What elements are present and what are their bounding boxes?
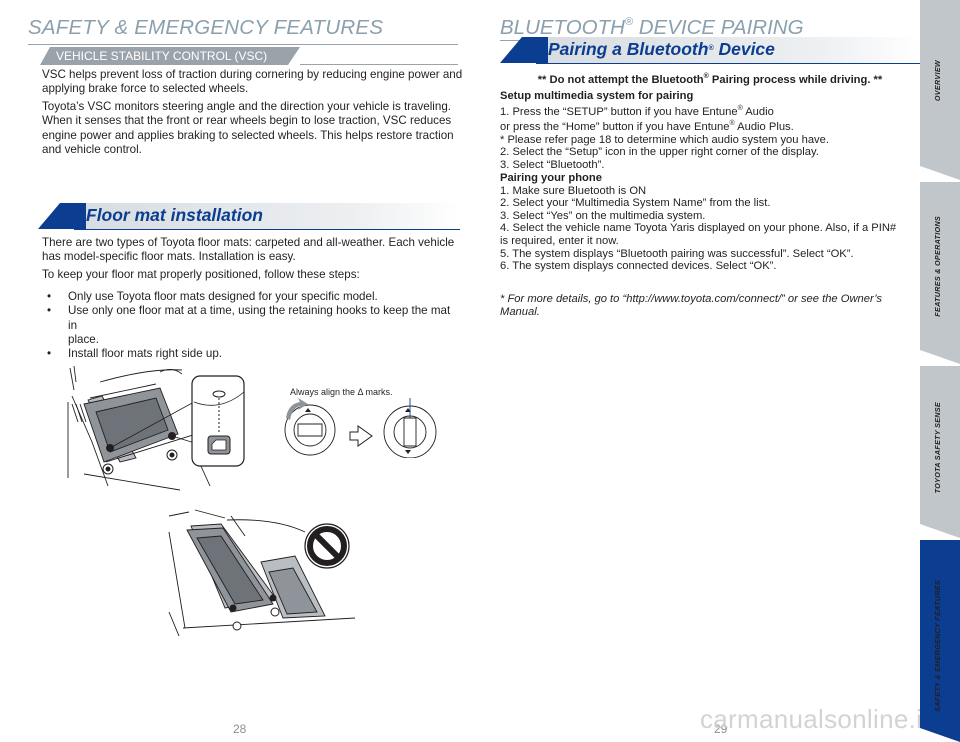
side-tab-label: OVERVIEW — [933, 60, 942, 102]
warning-text: ** Do not attempt the Bluetooth — [537, 74, 704, 86]
title-text: BLUETOOTH — [500, 16, 625, 39]
side-tab-features-operations[interactable]: FEATURES & OPERATIONS — [920, 182, 960, 364]
pairing-step-2: 2. Select your “Multimedia System Name” … — [500, 197, 771, 210]
pairing-step-4: 4. Select the vehicle name Toyota Yaris … — [500, 222, 897, 235]
step-text: 1. Press the “SETUP” button if you have … — [500, 105, 738, 118]
setup-step-3: 3. Select “Bluetooth”. — [500, 158, 605, 171]
heading-text: Pairing a Bluetooth — [548, 39, 709, 59]
pairing-step-4-cont: is required, enter it now. — [500, 234, 619, 247]
vsc-paragraph-2: Toyota’s VSC monitors steering angle and… — [42, 100, 454, 157]
text-line: VSC helps prevent loss of traction durin… — [42, 68, 463, 81]
right-page-title: BLUETOOTH® DEVICE PAIRING — [500, 16, 804, 40]
side-tab-overview[interactable]: OVERVIEW — [920, 0, 960, 180]
double-mat-prohibited-illustration — [168, 509, 356, 637]
watermark: carmanualsonline.info — [700, 704, 960, 734]
text-line: has model-specific floor mats. Installat… — [42, 250, 296, 264]
step-text: Audio — [742, 105, 774, 118]
registered-mark: ® — [703, 73, 709, 80]
list-item-text: Install floor mats right side up. — [68, 347, 223, 361]
heading-bar — [536, 37, 920, 63]
side-tab-label: SAFETY & EMERGENCY FEATURES — [933, 580, 942, 712]
registered-mark: ® — [729, 120, 735, 128]
setup-step-1-alt: or press the “Home” button if you have E… — [500, 118, 829, 134]
vsc-tab: VEHICLE STABILITY CONTROL (VSC) — [40, 47, 300, 65]
text-line: and vehicle control. — [42, 142, 142, 156]
heading-chevron — [500, 37, 548, 63]
side-tab-toyota-safety-sense[interactable]: TOYOTA SAFETY SENSE — [920, 366, 960, 538]
heading-bar — [74, 203, 460, 229]
floor-mat-steps: Only use Toyota floor mats designed for … — [42, 290, 462, 362]
note-text: Manual. — [500, 305, 540, 318]
page-number-left: 28 — [233, 722, 247, 736]
list-item-text: place. — [68, 332, 99, 346]
align-caption: Always align the Δ marks. — [290, 387, 393, 397]
pairing-section: Pairing your phone 1. Make sure Bluetoot… — [500, 172, 896, 273]
heading-text: Device — [713, 39, 775, 59]
side-tab-label: FEATURES & OPERATIONS — [933, 216, 942, 317]
heading-chevron — [38, 203, 86, 229]
registered-mark: ® — [708, 45, 714, 52]
list-item: Only use Toyota floor mats designed for … — [42, 290, 462, 305]
more-details-note: * For more details, go to “http://www.to… — [500, 293, 882, 318]
text-line: applying brake force to selected wheels. — [42, 82, 249, 96]
pairing-step-5: 5. The system displays “Bluetooth pairin… — [500, 247, 854, 260]
step-text: or press the “Home” button if you have E… — [500, 121, 730, 134]
text-line: When it senses that the front or rear wh… — [42, 114, 452, 128]
list-item: Use only one floor mat at a time, using … — [42, 304, 462, 347]
note-text: * For more details, go to “http://www.to… — [500, 293, 882, 305]
side-tab-safety-emergency[interactable]: SAFETY & EMERGENCY FEATURES — [920, 540, 960, 742]
list-item: Install floor mats right side up. — [42, 347, 462, 362]
pairing-step-1: 1. Make sure Bluetooth is ON — [500, 184, 647, 197]
driving-warning: ** Do not attempt the Bluetooth® Pairing… — [500, 73, 920, 86]
bluetooth-heading: Pairing a Bluetooth® Device — [500, 37, 920, 63]
text-line: Toyota’s VSC monitors steering angle and… — [42, 100, 452, 113]
floor-mat-hook-illustration — [67, 365, 245, 491]
heading-label: Pairing a Bluetooth® Device — [548, 39, 775, 60]
registered-mark: ® — [737, 104, 743, 112]
setup-step-1: 1. Press the “SETUP” button if you have … — [500, 103, 829, 119]
floor-paragraph-2: To keep your floor mat properly position… — [42, 268, 360, 281]
text-line: engine power and applies braking to sele… — [42, 128, 454, 142]
setup-heading: Setup multimedia system for pairing — [500, 90, 694, 102]
list-item-text: Use only one floor mat at a time, using … — [68, 304, 451, 332]
title-text: DEVICE PAIRING — [633, 16, 804, 39]
title-rule — [28, 44, 458, 45]
vsc-paragraph-1: VSC helps prevent loss of traction durin… — [42, 68, 462, 97]
warning-text: Pairing process while driving. ** — [708, 74, 883, 86]
floor-mat-heading: Floor mat installation — [38, 203, 460, 229]
step-text: Audio Plus. — [734, 121, 794, 134]
side-tab-label: TOYOTA SAFETY SENSE — [933, 402, 942, 494]
heading-underline — [74, 229, 460, 230]
setup-note: * Please refer page 18 to determine whic… — [500, 133, 829, 146]
pairing-step-6: 6. The system displays connected devices… — [500, 260, 777, 273]
pairing-heading: Pairing your phone — [500, 172, 602, 184]
text-line: There are two types of Toyota floor mats… — [42, 236, 455, 249]
page-number-right: 29 — [714, 722, 728, 736]
list-item-text: Only use Toyota floor mats designed for … — [68, 290, 378, 303]
setup-section: Setup multimedia system for pairing 1. P… — [500, 90, 829, 172]
left-page-title: SAFETY & EMERGENCY FEATURES — [28, 16, 384, 39]
pairing-step-3: 3. Select “Yes” on the multimedia system… — [500, 209, 706, 222]
align-marks-illustration — [284, 398, 437, 458]
heading-underline — [536, 63, 920, 64]
floor-paragraph-1: There are two types of Toyota floor mats… — [42, 236, 454, 265]
heading-label: Floor mat installation — [86, 205, 263, 225]
registered-mark: ® — [624, 16, 634, 28]
tab-rule — [300, 64, 458, 65]
setup-step-2: 2. Select the “Setup” icon in the upper … — [500, 146, 819, 159]
